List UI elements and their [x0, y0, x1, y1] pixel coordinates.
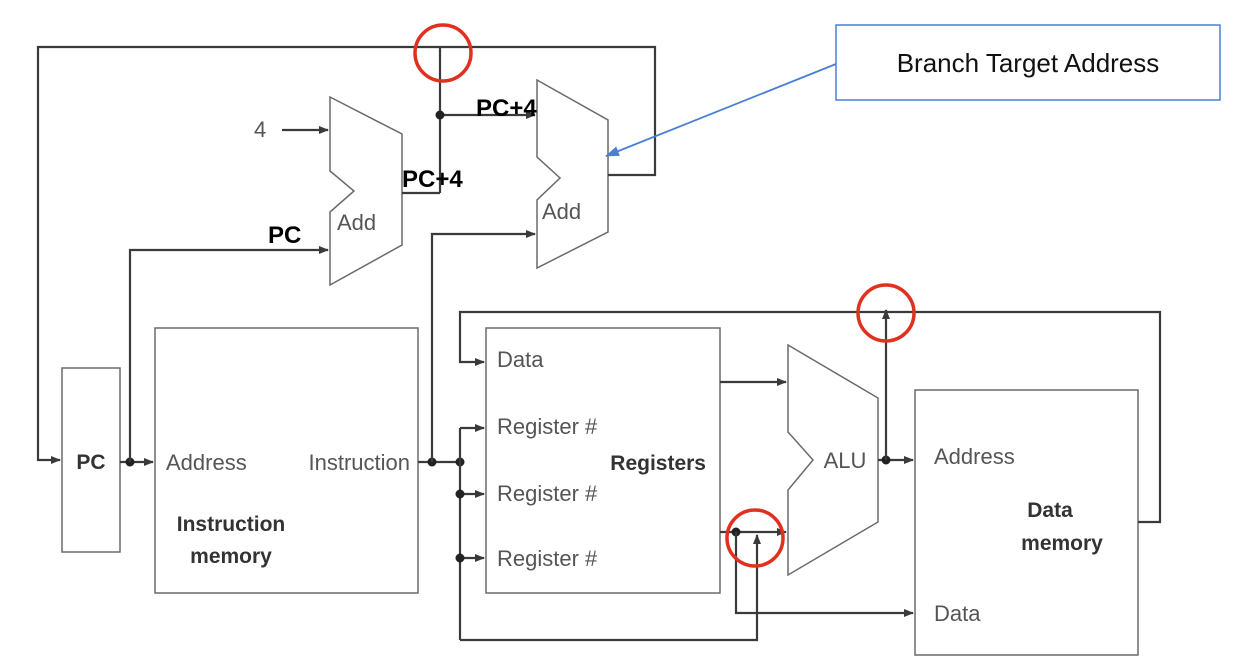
registers-title: Registers — [610, 452, 706, 475]
alu-label: ALU — [824, 448, 867, 473]
pc-to-adder-wire — [128, 246, 329, 462]
dmem-title-line2: memory — [1021, 532, 1103, 555]
reg3-label: Register # — [497, 546, 598, 571]
imem-title-line2: memory — [190, 545, 272, 568]
pc-register — [61, 367, 121, 553]
pc-plus4-branch-label: PC+4 — [476, 95, 537, 122]
alu — [787, 343, 879, 577]
reg1-label: Register # — [497, 414, 598, 439]
reg2-label: Register # — [497, 481, 598, 506]
branch-adder — [536, 78, 609, 270]
pc-signal-label: PC — [268, 222, 301, 249]
junction-dot — [455, 553, 465, 563]
imem-title-line1: Instruction — [177, 513, 286, 536]
callout-arrow — [605, 63, 837, 157]
register-file — [485, 327, 721, 594]
pc-mux-feedback-wire — [36, 45, 657, 464]
data-memory — [914, 389, 1139, 656]
highlight-ring — [413, 23, 473, 83]
callout-text: Branch Target Address — [897, 48, 1160, 78]
pc-register-label: PC — [76, 451, 105, 474]
pc-plus4-label: PC+4 — [402, 166, 463, 193]
imm-to-alu-wire — [460, 534, 761, 642]
pc-adder-label: Add — [337, 210, 376, 235]
imem-instruction-label: Instruction — [309, 450, 411, 475]
reg-data-label: Data — [497, 347, 544, 372]
dmem-address-label: Address — [934, 444, 1015, 469]
highlight-ring — [725, 508, 785, 568]
imem-address-label: Address — [166, 450, 247, 475]
highlight-ring — [856, 283, 916, 343]
dmem-title-line1: Data — [1027, 499, 1073, 522]
const-4-label: 4 — [254, 117, 266, 142]
junction-dot — [455, 489, 465, 499]
dmem-data-label: Data — [934, 601, 981, 626]
pc-adder — [329, 95, 403, 287]
branch-adder-label: Add — [542, 199, 581, 224]
instruction-memory — [154, 327, 419, 594]
writeback-wire — [458, 310, 1162, 524]
offset-to-branch-adder — [430, 230, 536, 462]
junction-dot — [435, 110, 445, 120]
callout-box — [835, 24, 1221, 101]
